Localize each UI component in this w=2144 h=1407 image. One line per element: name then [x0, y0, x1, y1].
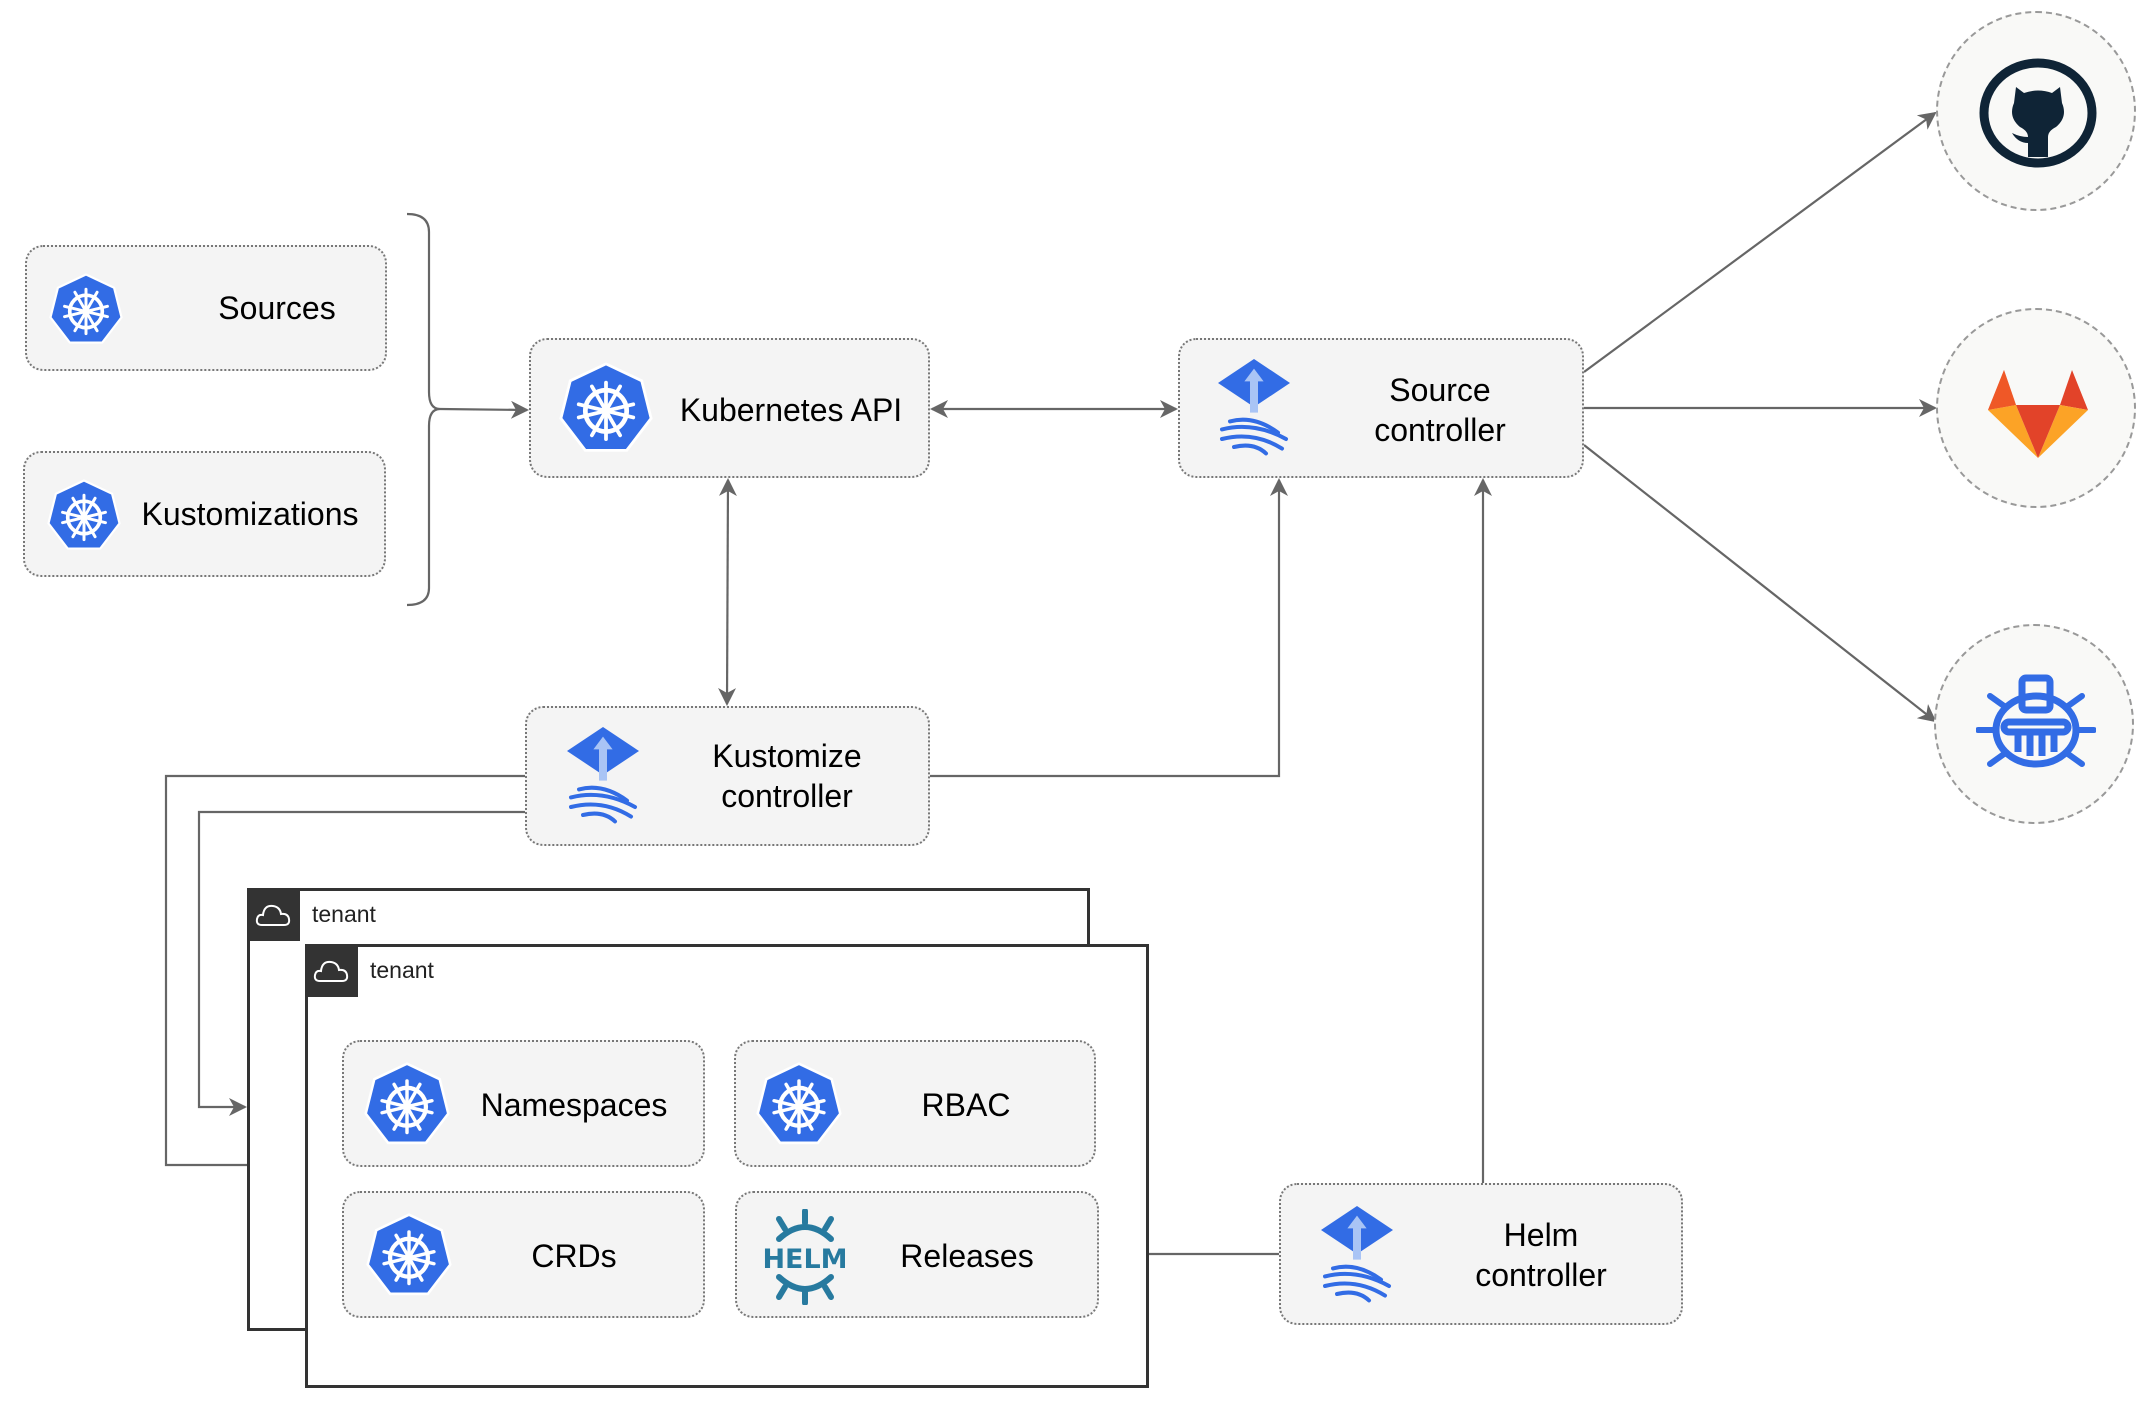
source-controller-label-line1: Source [1389, 372, 1491, 408]
helm-controller-label-line1: Helm [1503, 1217, 1579, 1253]
cloud-icon [255, 904, 291, 926]
rbac-label: RBAC [921, 1087, 1011, 1123]
kustomize-controller-label-line2: controller [721, 778, 853, 814]
helm-logo-text: HELM [762, 1244, 847, 1275]
kustomize-controller-label-line1: Kustomize [712, 738, 862, 774]
brace [406, 212, 441, 607]
github-source[interactable] [1936, 11, 2136, 211]
tenant-header [250, 891, 300, 941]
arrow-kustomize-to-tenant-front [164, 774, 525, 1174]
kubernetes-icon [47, 479, 121, 553]
flux-icon [1317, 1199, 1397, 1309]
kubernetes-icon [364, 1062, 450, 1148]
flux-icon [1214, 352, 1294, 462]
crds-node[interactable]: CRDs [342, 1191, 705, 1318]
gitlab-icon [1988, 370, 2088, 458]
helm-icon: HELM [762, 1209, 848, 1305]
releases-node[interactable]: HELM Releases [735, 1191, 1099, 1318]
arrow-source-to-bucket [1583, 444, 1937, 723]
tenant-label: tenant [312, 901, 376, 927]
kustomizations-node[interactable]: Kustomizations [23, 451, 386, 577]
bucket-source[interactable] [1934, 624, 2134, 824]
flux-icon [563, 720, 643, 830]
sources-label: Sources [218, 290, 336, 326]
namespaces-node[interactable]: Namespaces [342, 1040, 705, 1167]
kustomizations-label: Kustomizations [141, 496, 359, 532]
helm-controller-node[interactable]: Helm controller [1279, 1183, 1683, 1325]
releases-label: Releases [900, 1238, 1034, 1274]
kubernetes-icon [559, 362, 653, 456]
kustomize-controller-node[interactable]: Kustomize controller [525, 706, 930, 846]
arrow-source-to-github [1583, 111, 1937, 373]
namespaces-label: Namespaces [480, 1087, 668, 1123]
github-icon [1979, 58, 2097, 168]
sources-node[interactable]: Sources [25, 245, 387, 371]
kubernetes-api-label: Kubernetes API [679, 392, 903, 428]
arrow-kustomize-to-tenant-back [197, 810, 525, 1116]
kubernetes-icon [49, 273, 123, 347]
rbac-node[interactable]: RBAC [734, 1040, 1096, 1167]
bucket-icon [1976, 674, 2096, 768]
gitlab-source[interactable] [1936, 308, 2136, 508]
arrow-sources-to-api [439, 400, 529, 419]
tenant-label: tenant [370, 957, 434, 983]
arrow-kustomize-to-source [930, 478, 1288, 778]
kubernetes-icon [366, 1213, 452, 1299]
kubernetes-icon [756, 1062, 842, 1148]
source-controller-label-line2: controller [1374, 412, 1506, 448]
arrow-api-kustomize-controller [718, 478, 737, 706]
tenant-header [308, 947, 358, 997]
source-controller-node[interactable]: Source controller [1178, 338, 1584, 478]
helm-controller-label-line2: controller [1475, 1257, 1607, 1293]
crds-label: CRDs [531, 1238, 617, 1274]
cloud-icon [313, 960, 349, 982]
kubernetes-api-node[interactable]: Kubernetes API [529, 338, 930, 478]
